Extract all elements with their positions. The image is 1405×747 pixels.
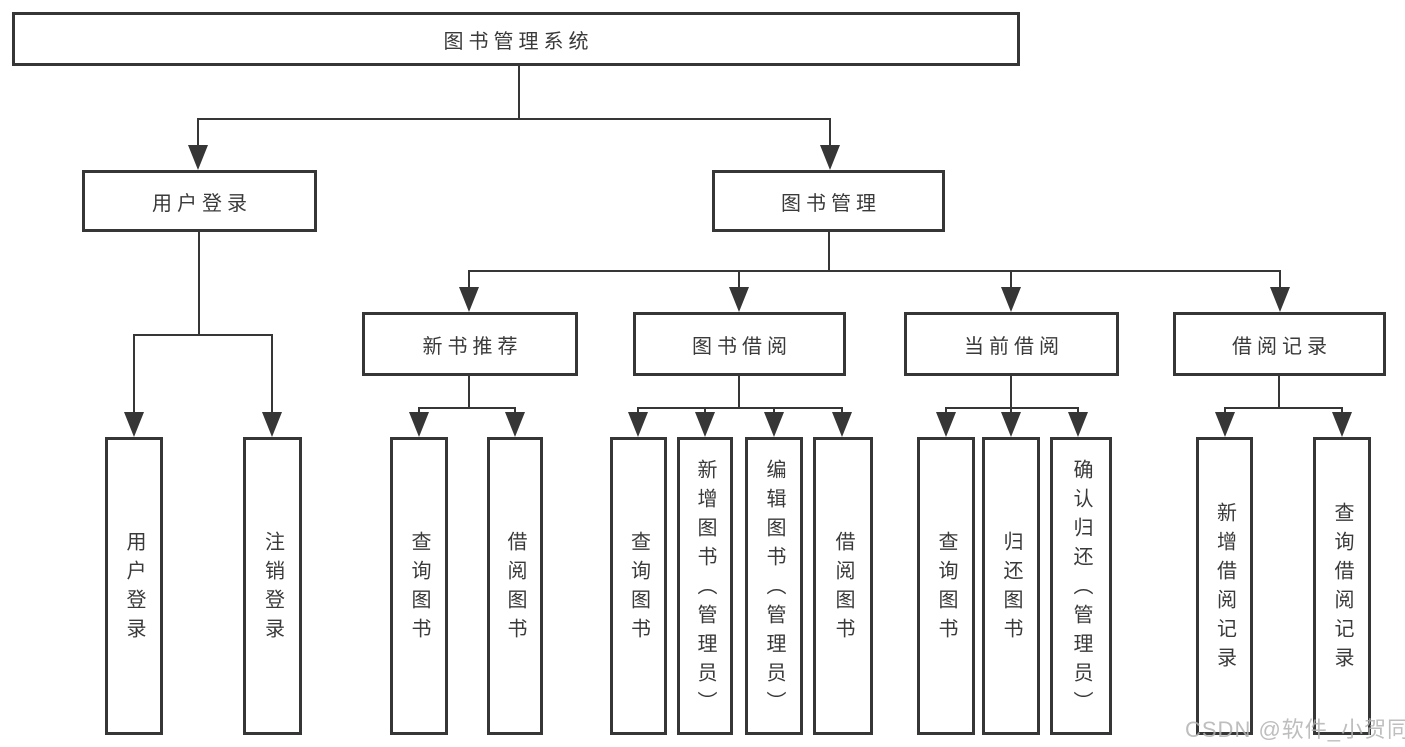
connector-line [1341, 407, 1343, 415]
arrow-down-icon [459, 287, 479, 312]
arrow-down-icon [695, 412, 715, 437]
leaf-return-books: 归还图书 [982, 437, 1040, 735]
node-new-book-recommend: 新书推荐 [362, 312, 578, 376]
node-user-login: 用户登录 [82, 170, 317, 232]
connector-line [829, 118, 831, 148]
arrow-down-icon [628, 412, 648, 437]
connector-line [468, 376, 470, 409]
arrow-down-icon [1068, 412, 1088, 437]
connector-line [637, 407, 639, 415]
connector-line [518, 66, 520, 120]
connector-line [945, 407, 1079, 409]
connector-line [133, 334, 135, 414]
arrow-down-icon [1215, 412, 1235, 437]
node-book-borrow: 图书借阅 [633, 312, 846, 376]
connector-line [841, 407, 843, 415]
connector-line [637, 407, 843, 409]
arrow-down-icon [188, 145, 208, 170]
arrow-down-icon [729, 287, 749, 312]
connector-line [738, 376, 740, 409]
arrow-down-icon [124, 412, 144, 437]
connector-line [468, 270, 1281, 272]
leaf-query-borrow-record: 查询借阅记录 [1313, 437, 1371, 735]
connector-line [1224, 407, 1226, 415]
leaf-query-books: 查询图书 [917, 437, 975, 735]
arrow-down-icon [505, 412, 525, 437]
node-current-borrow: 当前借阅 [904, 312, 1119, 376]
connector-line [418, 407, 516, 409]
arrow-down-icon [1001, 287, 1021, 312]
arrow-down-icon [1332, 412, 1352, 437]
arrow-down-icon [1001, 412, 1021, 437]
node-library-system: 图书管理系统 [12, 12, 1020, 66]
connector-line [197, 118, 199, 148]
arrow-down-icon [936, 412, 956, 437]
leaf-query-books: 查询图书 [610, 437, 667, 735]
node-book-management: 图书管理 [712, 170, 945, 232]
connector-line [1077, 407, 1079, 415]
connector-line [198, 232, 200, 336]
connector-line [271, 334, 273, 414]
connector-line [468, 270, 470, 288]
leaf-add-books-admin: 新增图书（管理员） [677, 437, 733, 735]
csdn-watermark: CSDN @软件_小贺同学 [1185, 717, 1405, 742]
connector-line [1010, 270, 1012, 288]
leaf-add-borrow-record: 新增借阅记录 [1196, 437, 1253, 735]
connector-line [1010, 407, 1012, 415]
leaf-borrow-books: 借阅图书 [487, 437, 543, 735]
leaf-edit-books-admin: 编辑图书（管理员） [745, 437, 803, 735]
arrow-down-icon [1270, 287, 1290, 312]
connector-line [197, 118, 831, 120]
connector-line [738, 270, 740, 288]
connector-line [1224, 407, 1343, 409]
arrow-down-icon [409, 412, 429, 437]
leaf-logout: 注销登录 [243, 437, 302, 735]
connector-line [704, 407, 706, 415]
connector-line [1279, 270, 1281, 288]
connector-line [418, 407, 420, 415]
arrow-down-icon [820, 145, 840, 170]
connector-line [133, 334, 273, 336]
connector-line [945, 407, 947, 415]
arrow-down-icon [832, 412, 852, 437]
connector-line [773, 407, 775, 415]
connector-line [828, 232, 830, 272]
connector-line [514, 407, 516, 415]
arrow-down-icon [764, 412, 784, 437]
node-borrow-records: 借阅记录 [1173, 312, 1386, 376]
leaf-query-books: 查询图书 [390, 437, 448, 735]
leaf-borrow-books: 借阅图书 [813, 437, 873, 735]
connector-line [1278, 376, 1280, 409]
leaf-user-login: 用户登录 [105, 437, 163, 735]
leaf-confirm-return-admin: 确认归还（管理员） [1050, 437, 1112, 735]
connector-line [1010, 376, 1012, 409]
arrow-down-icon [262, 412, 282, 437]
